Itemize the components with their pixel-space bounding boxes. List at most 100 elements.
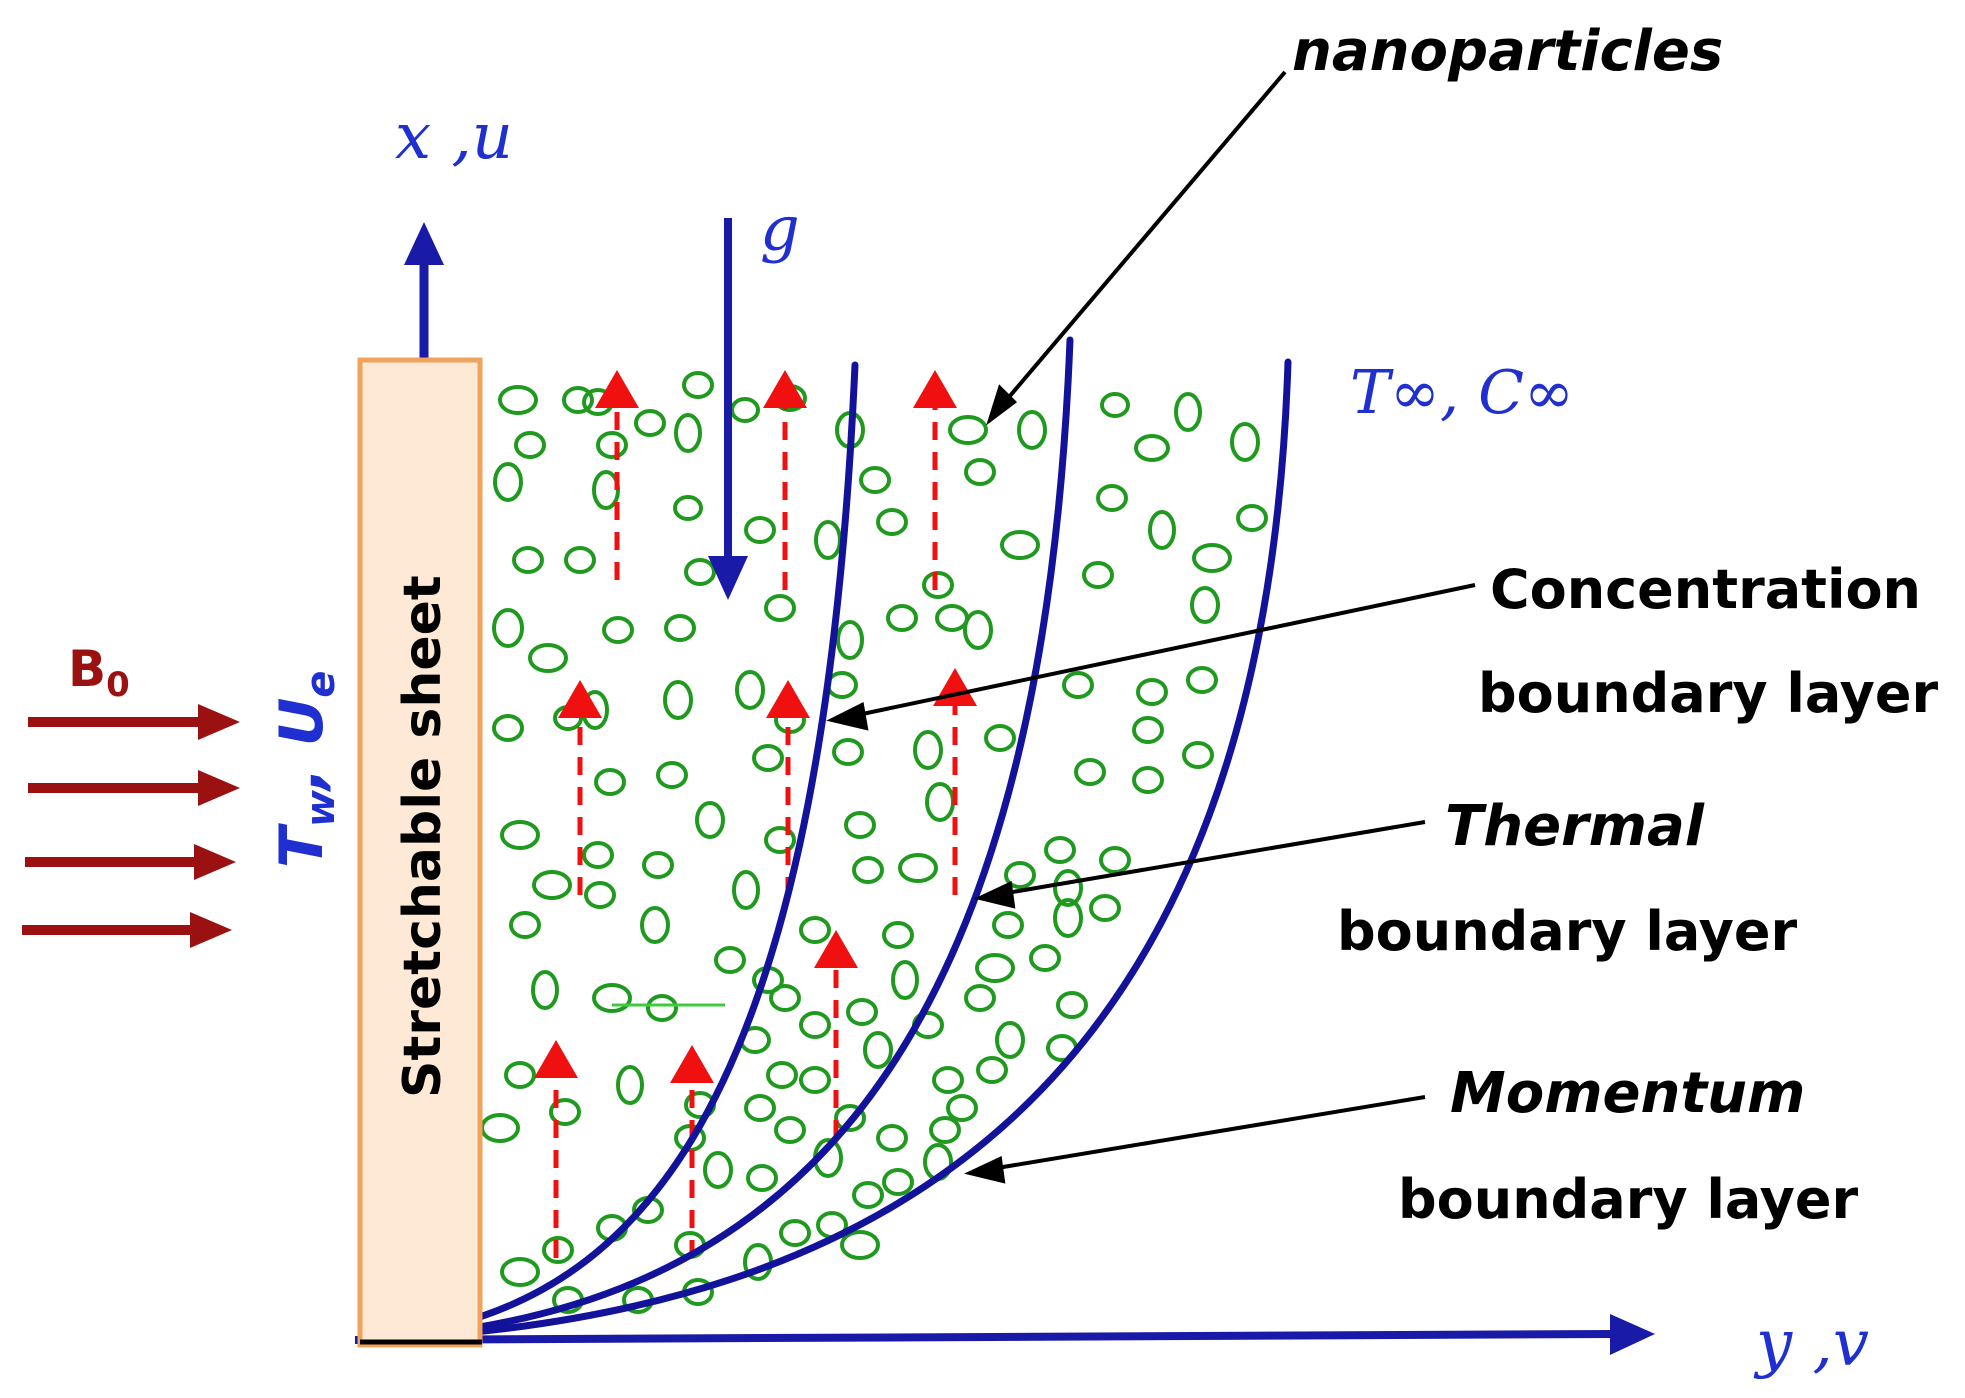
nanoparticles-label: nanoparticles bbox=[1292, 19, 1723, 84]
nanoparticle bbox=[913, 730, 943, 770]
nanoparticle bbox=[929, 1116, 961, 1144]
nanoparticle bbox=[1186, 666, 1218, 694]
nanoparticle bbox=[882, 921, 914, 949]
momentum-boundary-curve bbox=[356, 358, 1292, 1344]
nanoparticle bbox=[1074, 758, 1106, 786]
nanoparticle bbox=[992, 911, 1024, 939]
nanoparticle bbox=[964, 458, 996, 486]
nanoparticle bbox=[836, 620, 864, 660]
nanoparticle bbox=[764, 594, 796, 622]
nanoparticle bbox=[766, 1061, 798, 1089]
nanoparticle bbox=[1062, 671, 1094, 699]
nanoparticle bbox=[695, 801, 725, 839]
nanoparticle bbox=[1056, 991, 1088, 1019]
nanoparticle bbox=[674, 413, 702, 453]
concentration-label-line2: boundary layer bbox=[1478, 662, 1938, 725]
nanoparticle bbox=[799, 1066, 831, 1094]
nanoparticle bbox=[995, 1021, 1025, 1059]
nanoparticle bbox=[1082, 561, 1114, 589]
nanoparticle bbox=[925, 782, 955, 822]
nanoparticle bbox=[596, 431, 628, 459]
svg-text:Tw, Ue: Tw, Ue bbox=[267, 671, 344, 868]
nanoparticle bbox=[844, 811, 876, 839]
nanoparticle bbox=[1004, 861, 1036, 889]
nanoparticle bbox=[602, 616, 634, 644]
nanoparticle bbox=[498, 385, 538, 415]
nanoparticle bbox=[682, 371, 714, 399]
buoyancy-arrow bbox=[534, 1040, 578, 1258]
nanoparticle bbox=[500, 820, 540, 850]
nanoparticle bbox=[898, 853, 938, 883]
thermal-label-line2: boundary layer bbox=[1337, 900, 1797, 963]
nanoparticle bbox=[532, 870, 572, 900]
nanoparticle bbox=[514, 431, 546, 459]
nanoparticle bbox=[582, 841, 614, 869]
nanoparticle bbox=[946, 1094, 978, 1122]
stretchable-sheet bbox=[357, 357, 483, 1348]
nanoparticle bbox=[932, 1066, 964, 1094]
wall-velocity-subscript: e bbox=[298, 671, 344, 698]
magnetic-arrow bbox=[28, 704, 240, 740]
nanoparticle bbox=[840, 1230, 880, 1260]
nanoparticle bbox=[774, 1116, 806, 1144]
wall-conditions-label: Tw, Ue bbox=[267, 671, 344, 868]
nanoparticle bbox=[948, 415, 988, 445]
nanoparticle bbox=[673, 495, 703, 521]
nanoparticle bbox=[616, 1065, 644, 1105]
nanoparticle bbox=[664, 614, 696, 642]
nanoparticle bbox=[1190, 586, 1220, 624]
buoyancy-arrow bbox=[766, 680, 810, 895]
magnetic-arrow bbox=[28, 770, 240, 806]
concentration-label-line1: Concentration bbox=[1490, 558, 1921, 621]
nanoparticle bbox=[642, 851, 674, 879]
x-axis-label: x ,u bbox=[395, 100, 513, 174]
nanoparticle bbox=[1089, 894, 1121, 922]
nanoparticle bbox=[1029, 944, 1061, 972]
wall-temperature-subscript: w bbox=[298, 789, 344, 827]
nanoparticle bbox=[1174, 392, 1202, 432]
magnetic-field-arrows bbox=[22, 704, 240, 948]
nanoparticle bbox=[882, 1168, 914, 1196]
nanoparticle bbox=[492, 608, 524, 648]
nanoparticle bbox=[542, 1236, 574, 1264]
nanoparticle bbox=[976, 1056, 1008, 1084]
nanoparticle bbox=[876, 1124, 908, 1152]
nanoparticle bbox=[1053, 869, 1083, 907]
nanoparticle bbox=[863, 1031, 893, 1069]
nanoparticle bbox=[886, 604, 918, 632]
nanoparticle bbox=[531, 970, 559, 1010]
nanoparticle bbox=[799, 1011, 831, 1039]
nanoparticle bbox=[1136, 678, 1168, 706]
buoyancy-arrow bbox=[763, 370, 807, 590]
nanoparticle bbox=[799, 916, 831, 944]
nanoparticle bbox=[814, 520, 842, 560]
nanoparticle bbox=[1148, 510, 1176, 550]
magnetic-field-subscript: 0 bbox=[106, 665, 130, 705]
nanoparticle bbox=[846, 998, 878, 1026]
nanoparticle bbox=[703, 1151, 733, 1189]
concentration-leader bbox=[847, 583, 1476, 719]
nanoparticle bbox=[964, 984, 996, 1012]
wall-velocity-symbol: , U bbox=[267, 698, 337, 793]
nanoparticle bbox=[769, 984, 801, 1012]
thermal-boundary-curve bbox=[356, 336, 1074, 1344]
nanoparticle bbox=[509, 911, 541, 939]
nanoparticle bbox=[832, 738, 864, 766]
nanoparticle bbox=[852, 856, 884, 884]
buoyancy-arrows bbox=[534, 370, 977, 1258]
buoyancy-arrow bbox=[814, 930, 858, 1138]
sheet-label: Stretchable sheet bbox=[393, 575, 453, 1098]
nanoparticle bbox=[1182, 741, 1214, 769]
magnetic-arrow bbox=[22, 912, 232, 948]
far-field-label: T∞, C∞ bbox=[1350, 358, 1574, 428]
nanoparticle bbox=[492, 714, 524, 742]
nanoparticle bbox=[1053, 898, 1083, 938]
nanoparticle bbox=[714, 946, 746, 974]
nanoparticle bbox=[663, 680, 693, 720]
nanoparticle bbox=[1230, 422, 1260, 462]
nanoparticle bbox=[744, 516, 776, 544]
nanoparticle bbox=[564, 546, 596, 574]
nanoparticle bbox=[984, 724, 1016, 752]
nanoparticle bbox=[1100, 392, 1130, 418]
